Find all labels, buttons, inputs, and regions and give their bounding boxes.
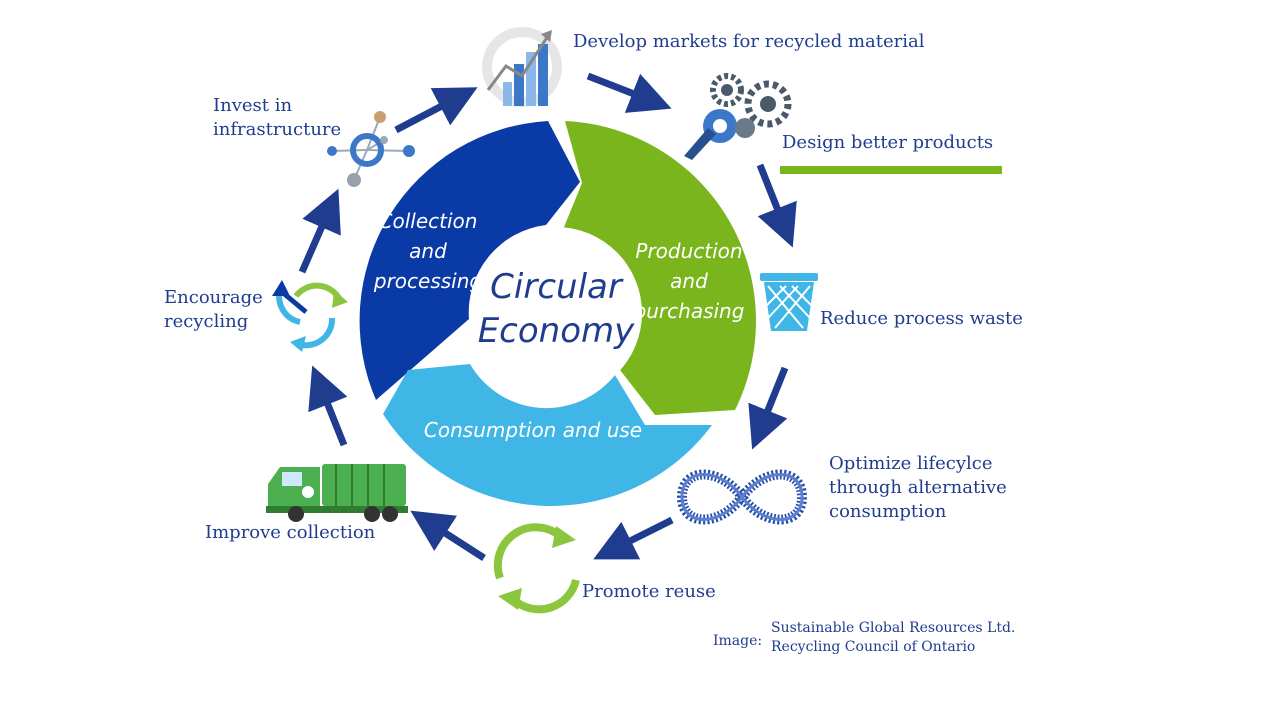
label-encourage-recycling-line2: recycling: [164, 311, 249, 332]
arrow-recycling-to-infra: [298, 188, 341, 274]
label-optimize-lifecycle-line3: consumption: [829, 501, 947, 522]
segment-collection-line2: and: [409, 239, 447, 263]
label-optimize-lifecycle: Optimize lifecylce through alternative c…: [829, 452, 1007, 524]
label-design-better-products: Design better products: [782, 132, 994, 153]
arrow-design-to-waste: [756, 163, 797, 248]
label-encourage-recycling: Encourage recycling: [164, 286, 263, 334]
segment-consumption-label: Consumption and use: [424, 418, 642, 442]
label-optimize-lifecycle-line2: through alternative: [829, 477, 1007, 498]
center-title-line2: Economy: [478, 311, 635, 351]
label-develop-markets: Develop markets for recycled material: [573, 31, 925, 52]
arrow-lifecycle-to-reuse: [593, 516, 674, 560]
segment-production-line3: purchasing: [633, 299, 745, 323]
segment-production-line2: and: [670, 269, 708, 293]
arrow-markets-to-design: [586, 72, 672, 113]
design-highlight-bar: [780, 166, 1002, 174]
flow-arrows: [298, 72, 797, 561]
center-title-line1: Circular: [490, 267, 624, 307]
label-encourage-recycling-line1: Encourage: [164, 287, 263, 308]
reuse-cycle-icon: [493, 523, 580, 614]
arrow-collection-to-recycling: [308, 365, 348, 447]
garbage-truck-icon: [266, 464, 408, 522]
arrow-waste-to-lifecycle: [748, 366, 789, 450]
credit-prefix: Image:: [713, 633, 763, 649]
arrow-reuse-to-collection: [410, 510, 486, 561]
credit-line1: Sustainable Global Resources Ltd.: [771, 620, 1016, 636]
label-reduce-process-waste: Reduce process waste: [820, 308, 1023, 329]
segment-collection-line3: processing: [373, 269, 482, 293]
chart-icon: [482, 27, 562, 107]
wastebasket-icon: [760, 273, 818, 331]
recycle-arrows-icon: [272, 280, 348, 352]
label-invest-infrastructure: Invest in infrastructure: [213, 94, 341, 142]
label-invest-infrastructure-line1: Invest in: [213, 95, 293, 116]
network-hub-icon: [327, 111, 415, 187]
segment-collection-line1: Collection: [379, 209, 478, 233]
segment-consumption-shape: [383, 364, 712, 506]
arrow-infra-to-markets: [394, 87, 478, 134]
segment-production-line1: Production: [635, 239, 742, 263]
label-invest-infrastructure-line2: infrastructure: [213, 119, 342, 140]
infinity-icon: [676, 469, 808, 525]
center-hole: [470, 227, 642, 399]
credit-line2: Recycling Council of Ontario: [771, 639, 976, 655]
gears-icon: [684, 73, 792, 160]
segment-collection-shape: [359, 121, 580, 400]
segment-production-shape: [562, 121, 756, 415]
label-promote-reuse: Promote reuse: [582, 581, 716, 602]
label-optimize-lifecycle-line1: Optimize lifecylce: [829, 453, 993, 474]
label-improve-collection: Improve collection: [205, 522, 376, 543]
